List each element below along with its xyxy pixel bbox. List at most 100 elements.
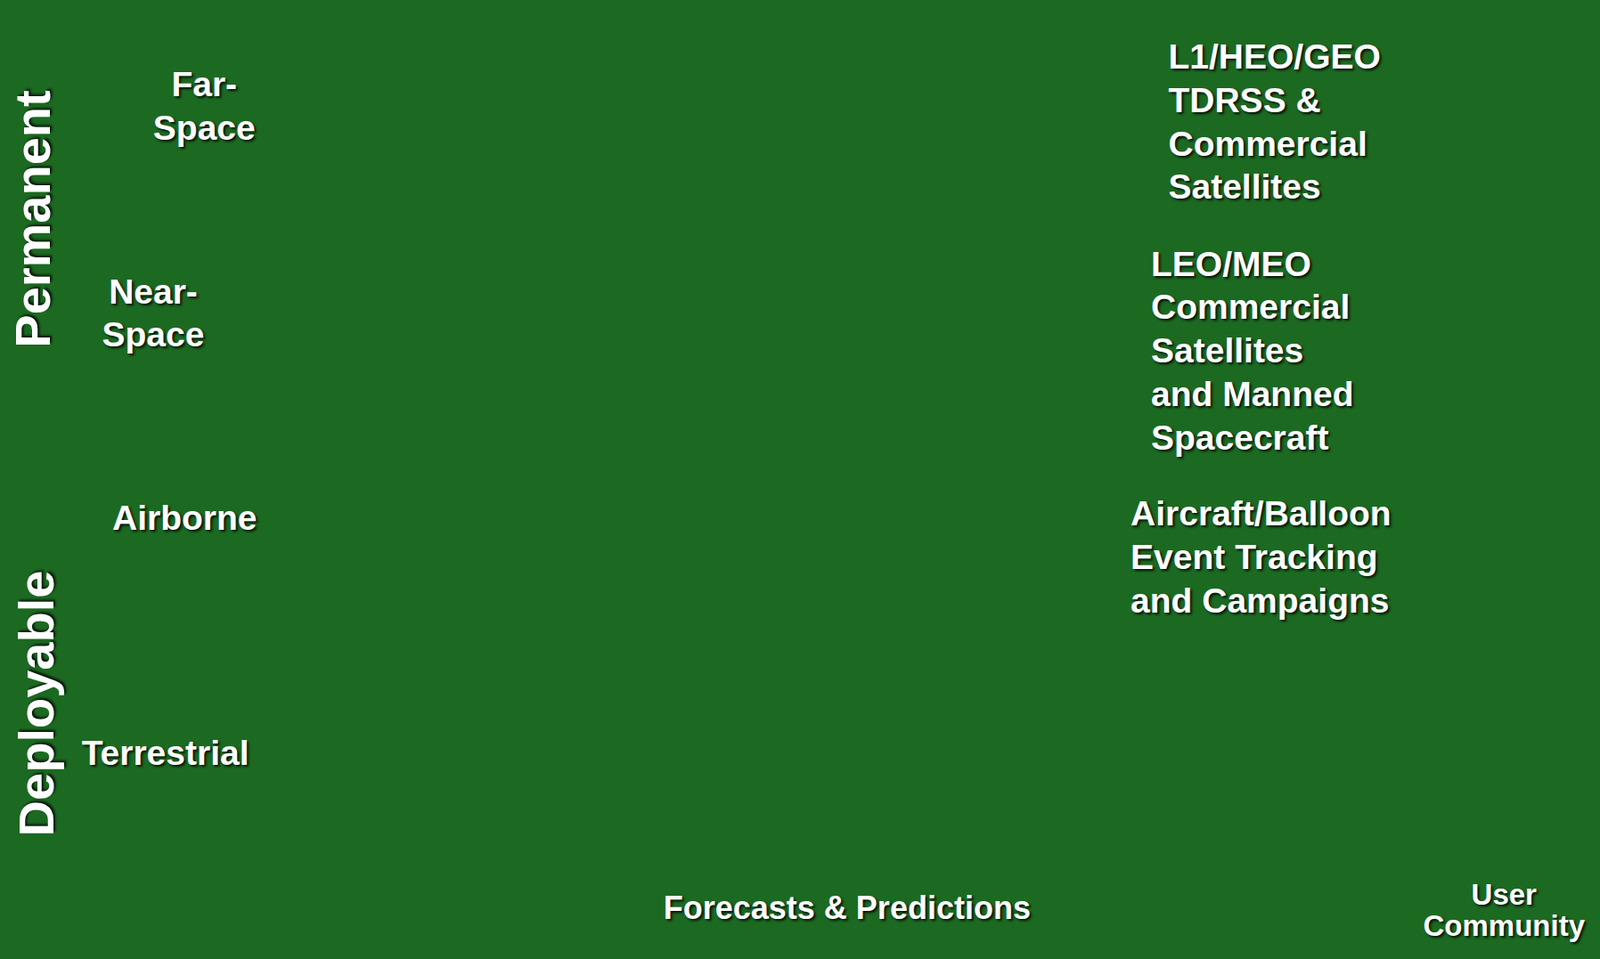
leo-satellite	[283, 348, 296, 357]
signal-bolt	[653, 143, 898, 297]
space-station	[893, 246, 918, 284]
data-center	[530, 857, 567, 919]
leo-satellite	[295, 336, 421, 380]
research-balloon	[1050, 396, 1084, 554]
layer-band: AirborneAircraft/Balloon Event Tracking …	[102, 479, 1439, 662]
box-shape-fill	[1414, 875, 1594, 947]
solar-satellite	[808, 408, 835, 476]
user-community-picture	[1303, 926, 1334, 959]
user-community-picture	[1306, 905, 1330, 928]
layer-band: Far- SpaceL1/HEO/GEO TDRSS & Commercial …	[102, 30, 1439, 220]
flow-arrow: Forecasts & Predictions	[651, 870, 1097, 947]
reflector-antenna	[295, 130, 423, 188]
signal-bolt	[273, 375, 307, 846]
meo-satellite	[522, 277, 711, 394]
signal-bolt	[834, 488, 934, 768]
signal-bolt	[413, 99, 682, 151]
direction-arrows	[32, 475, 51, 495]
axis-label: Deployable	[5, 571, 68, 838]
user-community-picture	[1346, 903, 1369, 926]
space-station	[933, 267, 1026, 309]
space-station	[862, 237, 1097, 362]
earth	[0, 740, 1600, 959]
research-balloon	[1055, 413, 1077, 489]
background-streaks	[1448, 524, 1600, 576]
space-station	[862, 286, 1097, 295]
arrow-label: Forecasts & Predictions	[663, 888, 1031, 929]
axis-label: Permanent	[1, 90, 65, 349]
small-satellite	[359, 61, 376, 78]
geo-satellite	[690, 50, 781, 139]
meo-satellite	[524, 313, 596, 341]
layer-plane-shape	[181, 484, 1123, 656]
signal-bolt	[624, 832, 799, 868]
signal-bolt	[847, 336, 960, 440]
small-satellite	[328, 34, 402, 105]
ship	[171, 828, 288, 898]
space-station	[893, 298, 918, 340]
signal-links	[236, 99, 1138, 867]
ground-dish	[413, 832, 444, 858]
signal-bolt	[535, 392, 597, 496]
user-community-picture	[1275, 842, 1341, 858]
data-center	[624, 897, 649, 915]
signal-bolt	[514, 576, 837, 807]
arrow-shape-fill	[651, 870, 1097, 947]
geo-satellite	[708, 64, 762, 121]
tdrss-satellite	[933, 94, 948, 115]
user-community-picture	[1376, 927, 1404, 959]
tdrss-satellite	[908, 78, 942, 100]
solar-satellite	[742, 391, 835, 482]
meo-satellite	[589, 293, 635, 380]
leo-satellite	[250, 328, 284, 376]
small-satellite	[367, 77, 380, 102]
user-community-picture	[1207, 789, 1411, 959]
ocean-buoy	[1124, 759, 1161, 825]
data-center	[587, 857, 623, 919]
data-center	[624, 875, 649, 892]
user-community-picture	[1341, 924, 1372, 959]
ship	[198, 857, 250, 874]
uav-aircraft	[505, 532, 538, 568]
geo-satellite	[726, 108, 765, 133]
research-aircraft	[655, 571, 783, 654]
layer-name: Near- Space	[102, 270, 205, 359]
earth	[194, 796, 522, 879]
ship	[225, 828, 228, 843]
layer-plane-shape	[209, 43, 1154, 218]
meo-satellite	[620, 292, 699, 320]
uav-aircraft	[409, 447, 559, 589]
direction-arrows	[38, 491, 44, 556]
box-label: User Community	[1423, 880, 1586, 942]
user-community-picture	[1269, 902, 1292, 925]
space-station	[1067, 298, 1090, 362]
rover-photo	[910, 772, 980, 812]
divider-lines	[112, 683, 1488, 689]
research-aircraft	[759, 561, 784, 585]
signal-bolt	[267, 375, 409, 807]
signal-bolt	[750, 495, 792, 582]
tdrss-satellite	[857, 57, 907, 88]
space-station	[865, 246, 890, 284]
uav-aircraft	[454, 456, 509, 515]
layer-name: Terrestrial	[81, 732, 250, 776]
earth	[510, 770, 919, 842]
layer-description: L1/HEO/GEO TDRSS & Commercial Satellites	[1167, 35, 1427, 210]
leo-satellite	[336, 336, 380, 380]
tdrss-satellite	[857, 57, 1013, 133]
solar-satellite	[791, 435, 809, 439]
user-community-picture	[1228, 806, 1388, 959]
signal-bolt	[305, 195, 328, 325]
space-station	[865, 298, 890, 340]
signal-bolt	[351, 117, 679, 322]
space-station	[959, 237, 1039, 253]
signal-bolt	[836, 477, 1046, 526]
research-balloon	[1050, 396, 1084, 503]
ship	[214, 842, 239, 858]
ground-dish	[397, 778, 459, 845]
layer-name: Airborne	[112, 497, 258, 541]
tdrss-satellite	[951, 73, 1013, 101]
layers-panel	[53, 0, 1450, 682]
direction-arrows	[36, 34, 42, 78]
rover-photo	[923, 782, 965, 797]
